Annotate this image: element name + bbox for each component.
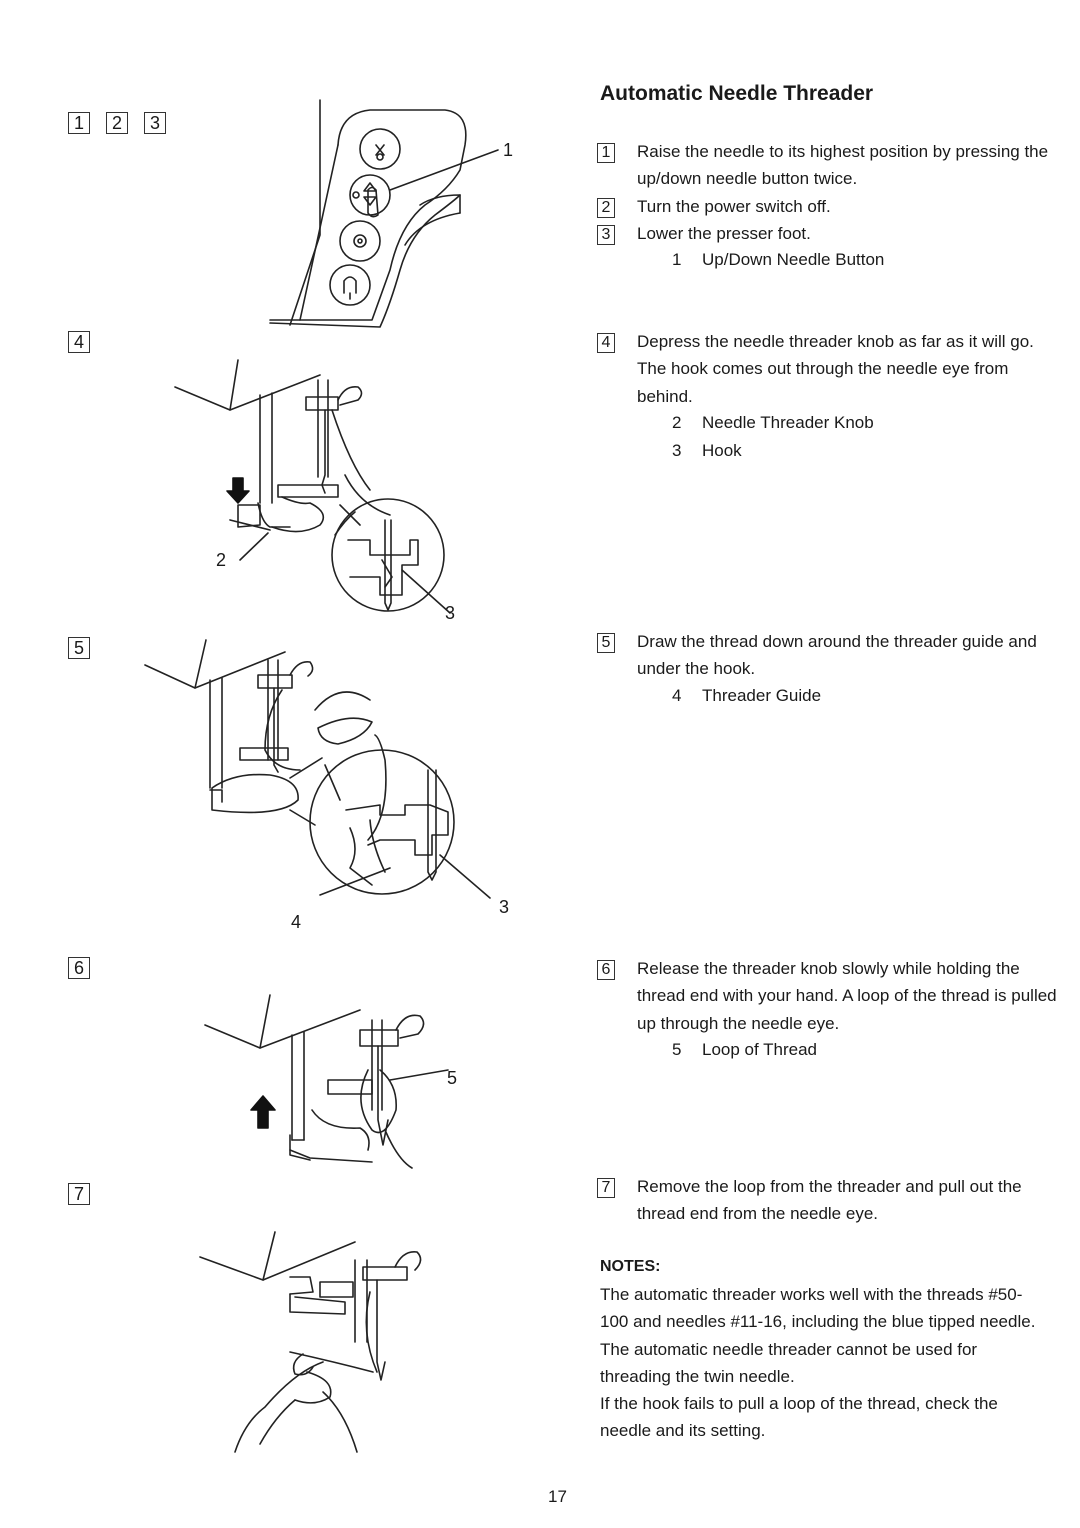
step-text-2: Turn the power switch off.: [637, 197, 831, 216]
fig-label-1: 1: [68, 112, 90, 134]
step-text-3: Lower the presser foot.: [637, 224, 811, 243]
legend-number: 3: [672, 441, 682, 460]
step-text-5: Draw the thread down around the threader…: [637, 632, 1037, 679]
fig-label-5: 5: [68, 637, 90, 659]
legend-number: 4: [672, 686, 682, 705]
legend-label: Loop of Thread: [702, 1040, 817, 1059]
arrow-up-icon: [250, 1095, 276, 1129]
legend-number: 5: [672, 1040, 682, 1059]
step-number-3: 3: [597, 225, 615, 245]
page-title: Automatic Needle Threader: [600, 82, 874, 105]
legend-number: 2: [672, 413, 682, 432]
step-number-2: 2: [597, 198, 615, 218]
callout-3a: 3: [445, 603, 456, 623]
thread-guide-illustration: [144, 639, 491, 899]
legend-label: Needle Threader Knob: [702, 413, 874, 432]
notes-paragraph: The automatic threader works well with t…: [600, 1285, 1036, 1332]
step-text-4: Depress the needle threader knob as far …: [637, 332, 1034, 406]
legend-label: Hook: [702, 441, 742, 460]
notes-paragraph: If the hook fails to pull a loop of the …: [600, 1394, 998, 1441]
step-number-5: 5: [597, 633, 615, 653]
callout-4: 4: [291, 912, 302, 932]
fig-label-3: 3: [144, 112, 166, 134]
fig-label-4: 4: [68, 331, 90, 353]
fig-label-2: 2: [106, 112, 128, 134]
button-panel-illustration: [269, 99, 499, 328]
step-number-1: 1: [597, 143, 615, 163]
arrow-down-icon: [226, 477, 250, 504]
step-number-4: 4: [597, 333, 615, 353]
notes-paragraph: The automatic needle threader cannot be …: [600, 1339, 978, 1386]
page-number: 17: [548, 1487, 567, 1506]
threader-knob-illustration: [174, 359, 451, 614]
step-text-7: Remove the loop from the threader and pu…: [637, 1177, 1022, 1224]
callout-1: 1: [503, 140, 514, 160]
step-number-6: 6: [597, 960, 615, 980]
step-number-7: 7: [597, 1178, 615, 1198]
legend-number: 1: [672, 250, 682, 269]
loop-of-thread-illustration: [204, 994, 449, 1169]
step-text-1: Raise the needle to its highest position…: [637, 142, 1049, 189]
notes-body: The automatic threader works well with t…: [600, 1281, 1050, 1445]
remove-loop-illustration: [199, 1231, 422, 1453]
fig-label-7: 7: [68, 1183, 90, 1205]
callout-5: 5: [447, 1068, 458, 1088]
callout-2: 2: [216, 550, 227, 570]
callout-3b: 3: [499, 897, 510, 917]
legend-label: Threader Guide: [702, 686, 822, 705]
step-text-6: Release the threader knob slowly while h…: [637, 959, 1057, 1033]
fig-label-6: 6: [68, 957, 90, 979]
notes-heading: NOTES:: [600, 1258, 661, 1275]
legend-label: Up/Down Needle Button: [702, 250, 885, 269]
